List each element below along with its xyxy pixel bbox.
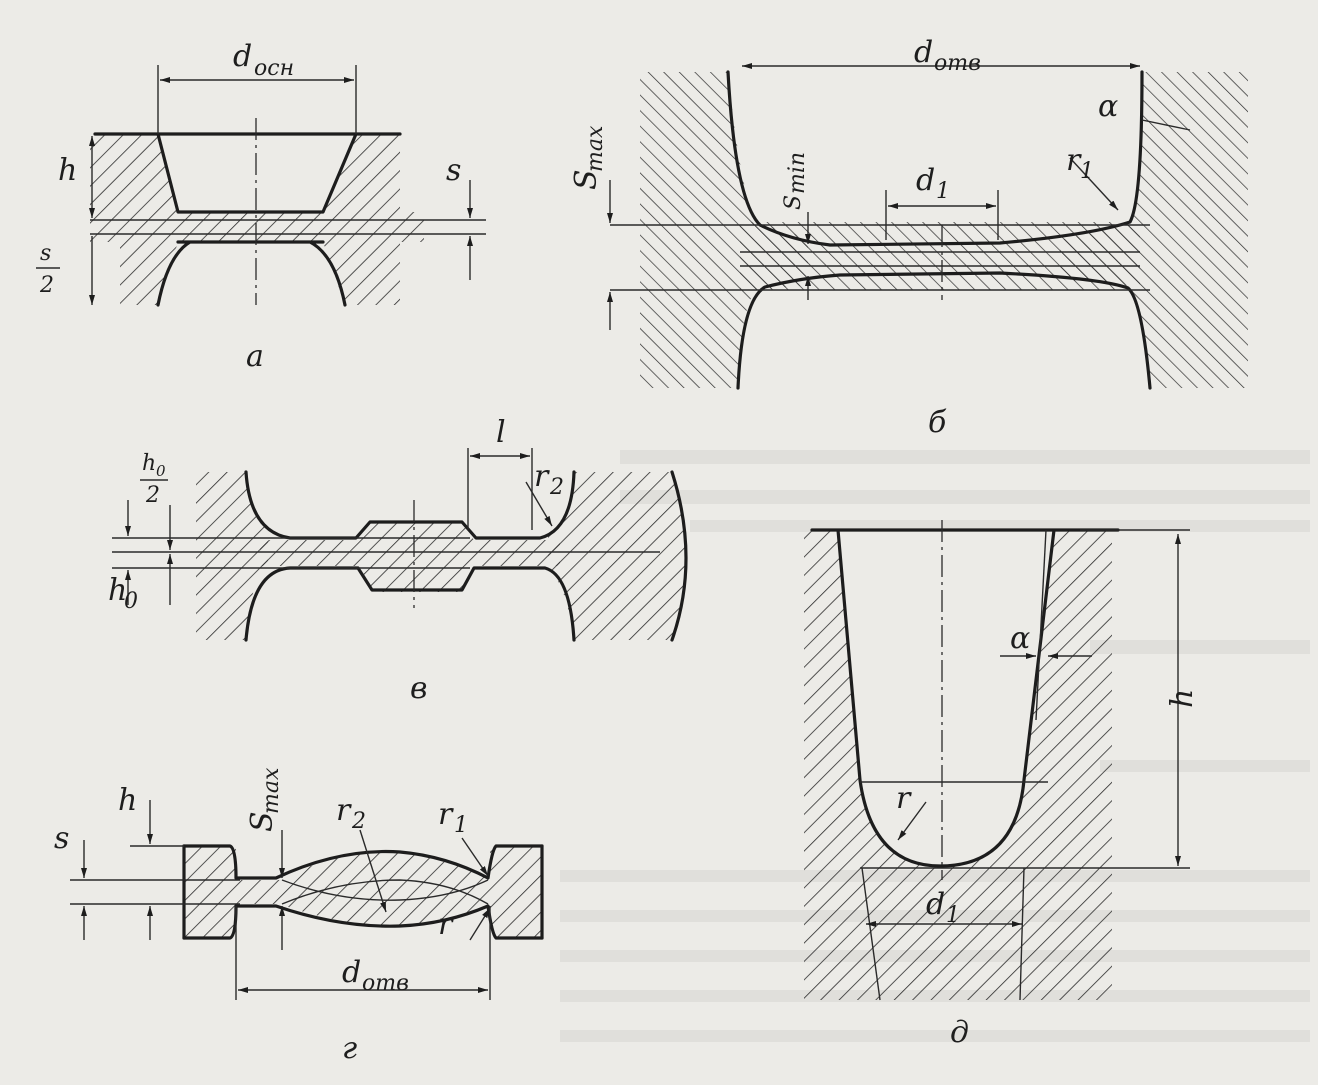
fig-b-label-s-max: S	[569, 169, 604, 190]
fig-v-label-r2: r	[534, 459, 550, 494]
fig-d-label-alpha: α	[1010, 621, 1030, 656]
fig-v-dim-r2	[525, 481, 553, 527]
fig-a-label-s-half-num: s	[40, 241, 51, 266]
fig-b-label-r1-sub: 1	[1080, 159, 1094, 184]
fig-g-dim-r1	[461, 837, 489, 877]
figure-g: h s S max r 2 r 1 r d отв г	[54, 767, 544, 1066]
fig-b-right-die	[1060, 72, 1248, 388]
fig-v-caption: в	[410, 671, 427, 706]
fig-v-right-die	[548, 472, 686, 640]
fig-b-label-d1-sub: 1	[936, 179, 950, 204]
fig-a-upper-die-contour	[93, 132, 402, 214]
fig-b-label-s-min-sub: min	[785, 152, 810, 194]
fig-g-label-r1-sub: 1	[454, 813, 468, 838]
fig-g-label-r2-sub: 2	[351, 809, 366, 834]
fig-b-dim-r1	[1069, 157, 1119, 211]
figure-v: l r 2 h 0 2 h 0 в	[108, 415, 688, 706]
fig-b-label-d-sub: отв	[934, 51, 981, 76]
fig-v-label-h0-half-num: h	[142, 451, 156, 476]
fig-d-caption: д	[950, 1015, 969, 1050]
fig-a-label-s-half-den: 2	[39, 273, 54, 298]
fig-b-label-d1: d	[916, 163, 935, 198]
fig-b-caption: б	[928, 405, 947, 440]
fig-g-label-d: d	[342, 955, 361, 990]
fig-b-lower-contour	[736, 271, 1152, 390]
fig-g-label-r2: r	[336, 793, 352, 828]
fig-d-label-d1-sub: 1	[946, 903, 960, 928]
fig-d-label-r: r	[896, 781, 912, 816]
fig-b-left-die	[640, 72, 808, 388]
figure-b: d отв S max S min d 1 r 1 α б	[569, 35, 1248, 440]
fig-v-left-die	[196, 472, 268, 640]
fig-g-label-s-max: S	[245, 811, 280, 832]
fig-v-lower-contour	[244, 566, 576, 642]
fig-g-left-block	[184, 846, 236, 938]
fig-g-web	[236, 851, 490, 926]
fig-g-label-s-max-sub: max	[259, 767, 284, 814]
fig-v-label-h0-sub: 0	[124, 589, 138, 614]
fig-b-label-s-min: S	[781, 195, 806, 210]
fig-b-label-r1: r	[1066, 143, 1082, 178]
fig-g-label-r: r	[438, 907, 454, 942]
fig-d-cavity-contour	[810, 528, 1120, 868]
fig-a-caption: а	[246, 339, 264, 374]
fig-b-label-d: d	[914, 35, 933, 70]
fig-b-label-s-max-sub: max	[583, 125, 608, 172]
fig-d-dim-r	[897, 801, 927, 841]
fig-v-label-h0-half-den: 2	[145, 483, 160, 508]
fig-a-upper-die-right	[323, 134, 400, 212]
fig-d-label-d1: d	[926, 887, 945, 922]
fig-b-label-alpha: α	[1098, 89, 1118, 124]
fig-a-label-d: d	[233, 39, 252, 74]
fig-g-label-r1: r	[438, 797, 454, 832]
fig-a-lower-die-left	[120, 242, 178, 305]
fig-v-upper-contour	[244, 470, 576, 540]
fig-g-label-d-sub: отв	[362, 971, 409, 996]
fig-a-lower-die-contour	[156, 240, 347, 307]
fig-g-right-block	[490, 846, 542, 938]
fig-d-left-die	[804, 530, 940, 1000]
fig-v-label-h0-half-num-sub: 0	[156, 462, 166, 480]
fig-a-label-h: h	[58, 153, 77, 188]
fig-g-label-h: h	[118, 783, 137, 818]
fig-a-label-d-sub: осн	[254, 56, 294, 81]
fig-v-label-h0: h	[108, 573, 127, 608]
fig-g-dim-r	[469, 907, 491, 941]
fig-g-caption: г	[342, 1031, 357, 1066]
fig-a-label-s: s	[446, 153, 461, 188]
figure-d: α h r d 1 д	[804, 520, 1200, 1050]
fig-a-upper-die-left	[90, 134, 178, 212]
figure-a: d осн h s s 2 а	[36, 39, 486, 374]
fig-v-workpiece	[260, 522, 560, 592]
fig-v-label-r2-sub: 2	[549, 475, 564, 500]
fig-a-workpiece	[90, 212, 424, 242]
fig-g-label-s: s	[54, 821, 69, 856]
fig-v-label-l: l	[496, 415, 506, 450]
fig-g-upper-contour	[182, 844, 544, 880]
fig-d-label-h: h	[1165, 689, 1200, 708]
fig-g-dim-r2	[359, 829, 387, 913]
fig-b-upper-contour	[726, 70, 1144, 247]
